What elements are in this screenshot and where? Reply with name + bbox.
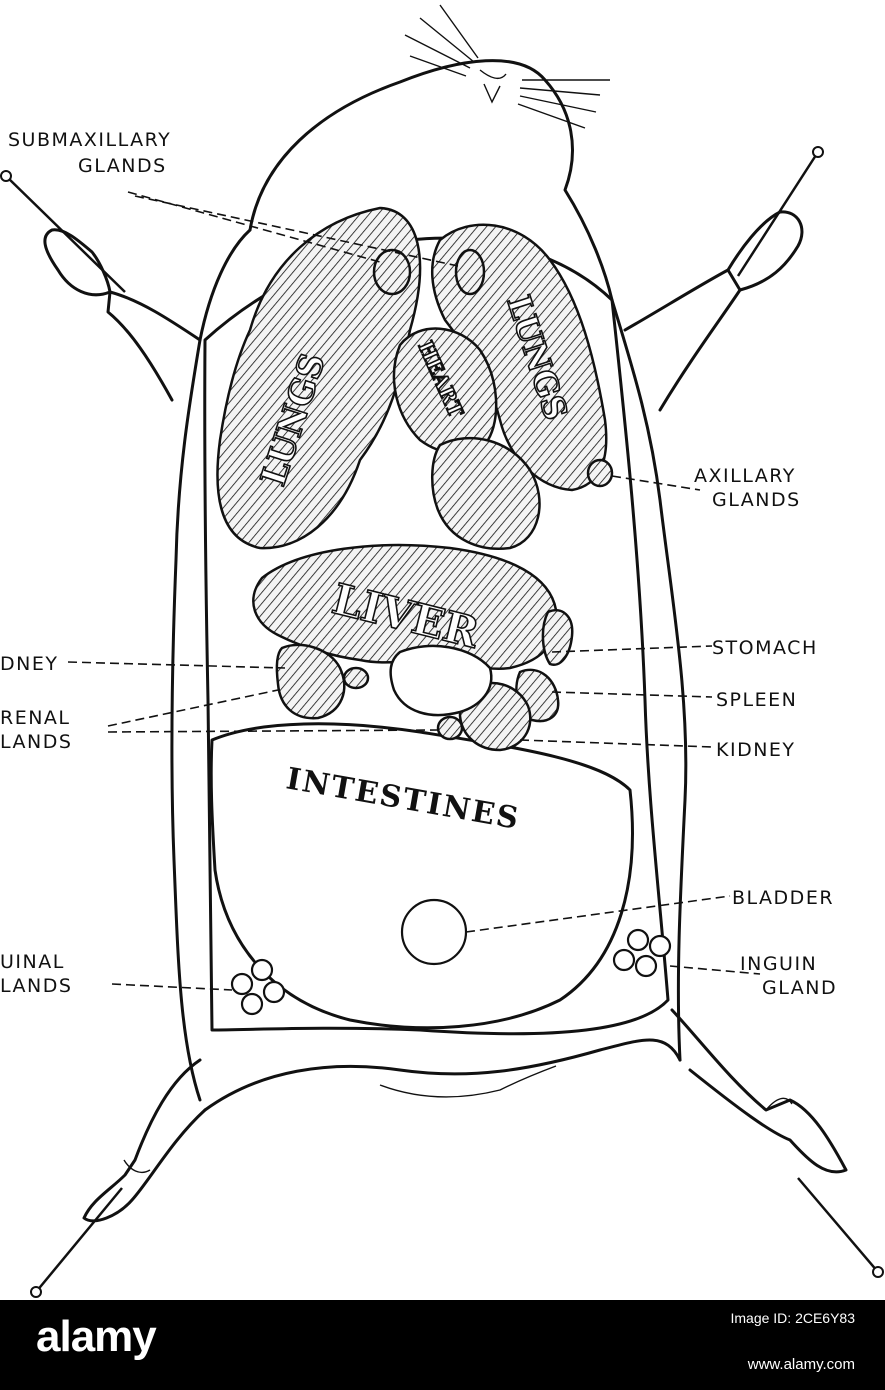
animal-body-outline xyxy=(43,4,848,1223)
lead-stomach xyxy=(551,645,713,653)
lead-inguinal-left xyxy=(111,983,233,991)
alamy-logo: alamy xyxy=(36,1312,157,1361)
lead-kidney-right xyxy=(519,739,713,748)
kidney-left-organ xyxy=(275,643,346,720)
label-axillary-2: GLANDS xyxy=(712,489,801,511)
label-stomach: STOMACH xyxy=(712,637,818,659)
label-kidney-left: DNEY xyxy=(0,653,58,675)
right-leg xyxy=(670,1008,848,1174)
pin-head-lower-right xyxy=(872,1266,884,1278)
lead-kidney-left xyxy=(67,661,286,669)
callout-labels: SUBMAXILLARY GLANDS AXILLARY GLANDS STOM… xyxy=(0,129,837,999)
axillary-gland xyxy=(586,458,614,488)
lead-spleen xyxy=(551,691,713,698)
glands xyxy=(230,248,672,1016)
left-body-side xyxy=(170,228,252,1102)
label-axillary-1: AXILLARY xyxy=(694,465,796,487)
pin-lower-left xyxy=(35,1187,123,1293)
pin-lower-right xyxy=(797,1177,879,1273)
label-inguinal-right-2: GLAND xyxy=(762,977,837,999)
label-submaxillary-2: GLANDS xyxy=(78,155,167,177)
renal-gland-left xyxy=(342,666,370,690)
label-submaxillary-1: SUBMAXILLARY xyxy=(8,129,171,151)
lead-bladder xyxy=(465,895,731,933)
pin-head-lower-left xyxy=(30,1286,42,1298)
liver xyxy=(252,543,558,671)
right-body-side xyxy=(610,298,688,1062)
renal-gland-right xyxy=(436,715,464,741)
lower-body xyxy=(203,1038,682,1112)
lead-renal-1 xyxy=(107,689,279,727)
intestines-label: INTESTINES xyxy=(284,761,523,837)
label-inguinal-left-2: LANDS xyxy=(0,975,72,997)
label-kidney-right: KIDNEY xyxy=(716,739,796,761)
left-paw xyxy=(43,228,112,297)
submaxillary-gland-left xyxy=(372,248,412,296)
right-arm xyxy=(623,268,742,412)
lead-renal-2 xyxy=(107,729,441,733)
submaxillary-gland-right xyxy=(454,248,486,296)
intestinal-loop xyxy=(389,644,493,717)
image-id: Image ID: 2CE6Y83 xyxy=(730,1310,855,1326)
label-bladder: BLADDER xyxy=(732,887,834,909)
left-leg xyxy=(82,1058,207,1223)
whiskers-right xyxy=(517,79,610,129)
right-foot-band xyxy=(765,1097,793,1111)
whiskers-left xyxy=(404,4,479,77)
left-arm xyxy=(106,290,202,402)
abdominal-sac xyxy=(209,722,634,1030)
inguinal-glands-right xyxy=(612,928,672,978)
label-spleen: SPLEEN xyxy=(716,689,797,711)
watermark-url: www.alamy.com xyxy=(747,1356,855,1373)
label-renal-2: LANDS xyxy=(0,731,72,753)
lung-left xyxy=(216,206,422,550)
label-renal-1: RENAL xyxy=(0,707,71,729)
pin-head-upper-left xyxy=(0,170,12,182)
right-paw xyxy=(726,210,804,292)
label-inguinal-left-1: UINAL xyxy=(0,951,65,973)
left-foot-band xyxy=(123,1159,151,1174)
watermark-bar: alamy Image ID: 2CE6Y83 www.alamy.com xyxy=(0,1300,885,1390)
head-outline xyxy=(248,59,614,302)
organs xyxy=(216,206,608,752)
stomach xyxy=(541,609,574,666)
tail-fur xyxy=(379,1065,557,1098)
bladder xyxy=(400,898,468,966)
leader-lines xyxy=(67,191,761,991)
pin-head-upper-right xyxy=(812,146,824,158)
lead-axillary xyxy=(611,475,701,491)
guinea-pig-dissection-diagram: LUNGS LUNGS HEART LIVER INTESTINES SUBMA… xyxy=(0,4,884,1298)
lung-lower-right xyxy=(430,436,541,550)
nose xyxy=(479,69,507,104)
inguinal-glands-left xyxy=(230,958,286,1016)
label-inguinal-right-1: INGUIN xyxy=(740,953,817,975)
lead-inguinal-right xyxy=(669,965,761,975)
